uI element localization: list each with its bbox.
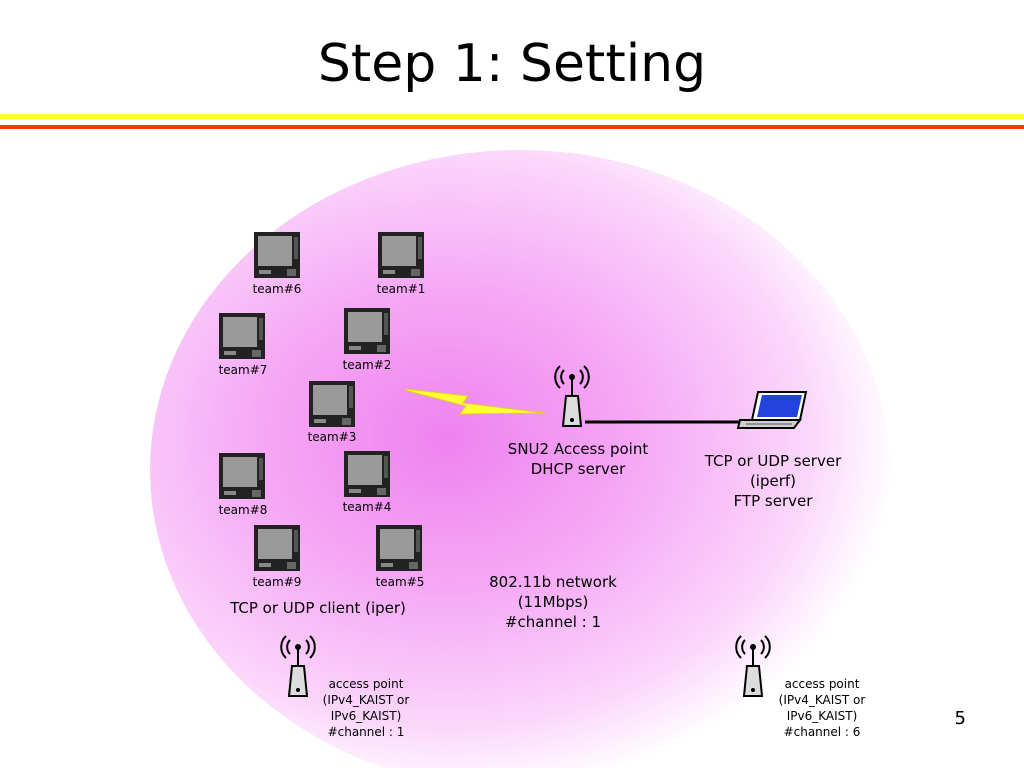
server-line3: FTP server [733, 492, 813, 510]
ap-right-label: access point (IPv4_KAIST or IPv6_KAIST) … [752, 676, 892, 740]
pc-monitor-icon [219, 453, 265, 499]
team-label: team#6 [252, 282, 302, 296]
server-label: TCP or UDP server (iperf) FTP server [688, 451, 858, 511]
page-number: 5 [954, 708, 966, 729]
network-info: 802.11b network (11Mbps) #channel : 1 [468, 572, 638, 632]
access-point-antenna-icon [735, 635, 771, 697]
team-label: team#7 [218, 363, 268, 377]
pc-monitor-icon [219, 313, 265, 359]
pc-monitor-icon [309, 381, 355, 427]
team-label: team#4 [342, 500, 392, 514]
team-label: team#3 [307, 430, 357, 444]
network-line2: (11Mbps) [517, 593, 589, 611]
team-label: team#1 [376, 282, 426, 296]
pc-monitor-icon [376, 525, 422, 571]
network-line1: 802.11b network [489, 573, 617, 591]
pc-monitor-icon [254, 525, 300, 571]
page-title: Step 1: Setting [317, 34, 707, 94]
laptop-server-icon [736, 391, 808, 429]
pc-monitor-icon [344, 308, 390, 354]
team-label: team#2 [342, 358, 392, 372]
snu2-ap-label: SNU2 Access point DHCP server [488, 439, 668, 479]
pc-monitor-icon [254, 232, 300, 278]
access-point-antenna-icon [280, 635, 316, 697]
ap-left-label: access point (IPv4_KAIST or IPv6_KAIST) … [296, 676, 436, 740]
team-label: team#5 [375, 575, 425, 589]
ap-left-line2: (IPv4_KAIST or [322, 693, 410, 707]
ap-left-line1: access point [328, 677, 404, 691]
team-label: team#8 [218, 503, 268, 517]
ap-left-line4: #channel : 1 [327, 725, 405, 739]
server-line1: TCP or UDP server [704, 452, 842, 470]
ap-right-line3: IPv6_KAIST) [786, 709, 858, 723]
ap-right-line1: access point [784, 677, 860, 691]
access-point-antenna-icon [554, 365, 590, 427]
pc-monitor-icon [344, 451, 390, 497]
snu2-ap-line1: SNU2 Access point [507, 440, 649, 458]
title-underline-red [0, 125, 1024, 129]
ap-right-line2: (IPv4_KAIST or [778, 693, 866, 707]
title-underline-yellow [0, 114, 1024, 119]
team-label: team#9 [252, 575, 302, 589]
client-caption: TCP or UDP client (iper) [230, 599, 406, 617]
ap-left-line3: IPv6_KAIST) [330, 709, 402, 723]
server-line2: (iperf) [749, 472, 797, 490]
ap-right-line4: #channel : 6 [783, 725, 861, 739]
network-line3: #channel : 1 [504, 613, 602, 631]
snu2-ap-line2: DHCP server [530, 460, 626, 478]
pc-monitor-icon [378, 232, 424, 278]
